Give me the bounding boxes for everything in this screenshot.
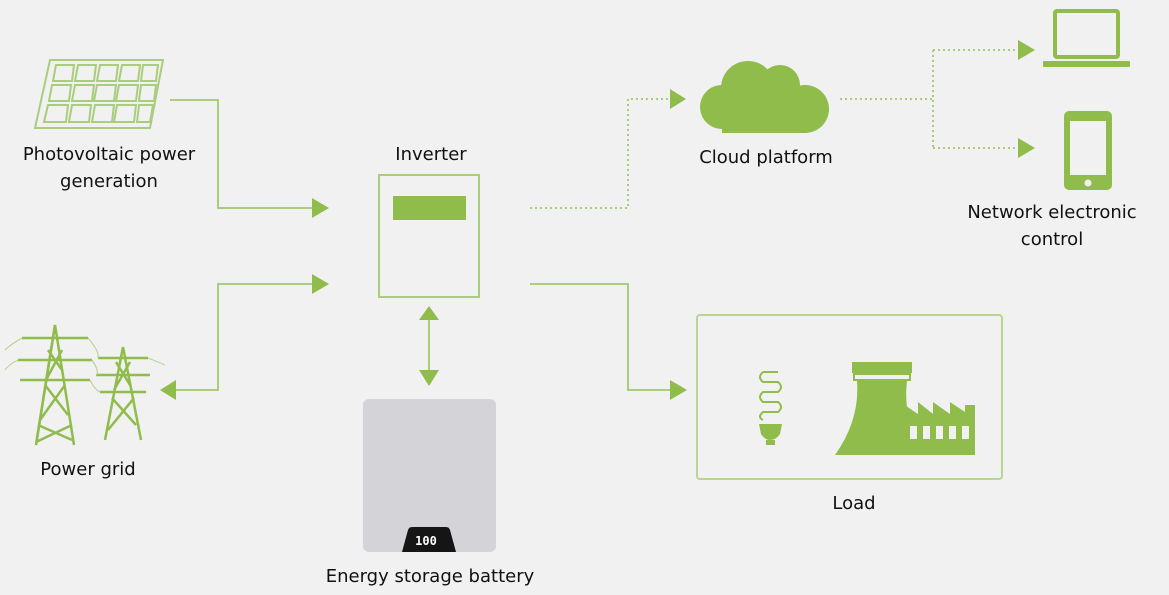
network-control-label: Network electronic control	[967, 202, 1137, 250]
power-tower-icon	[4, 324, 166, 446]
battery-label: Energy storage battery	[325, 566, 535, 587]
power-tower-large	[18, 324, 92, 446]
inverter-to-load-arrow	[530, 283, 687, 400]
grid-inverter-arrow	[160, 274, 329, 400]
cloud-icon	[700, 61, 829, 133]
pv-label: Photovoltaic power generation	[22, 144, 196, 192]
solar-panel-icon	[33, 59, 165, 129]
battery-icon: 100	[363, 399, 496, 552]
inverter-icon	[378, 174, 480, 298]
cloud-to-devices-arrows	[840, 40, 1035, 158]
load-box	[696, 314, 1003, 480]
inverter-label: Inverter	[395, 144, 467, 165]
battery-display: 100	[415, 534, 437, 548]
factory-icon	[835, 362, 975, 455]
pv-to-inverter-arrow	[170, 99, 329, 218]
inverter-battery-arrow	[419, 306, 439, 386]
inverter-to-cloud-arrow	[530, 89, 686, 209]
laptop-icon	[1043, 9, 1130, 67]
light-bulb-icon	[759, 371, 782, 445]
power-tower-small	[96, 346, 150, 441]
load-label: Load	[832, 493, 876, 514]
cloud-platform-label: Cloud platform	[699, 147, 833, 168]
power-grid-label: Power grid	[40, 459, 136, 480]
power-lines	[4, 337, 166, 393]
smartphone-icon	[1064, 111, 1112, 190]
